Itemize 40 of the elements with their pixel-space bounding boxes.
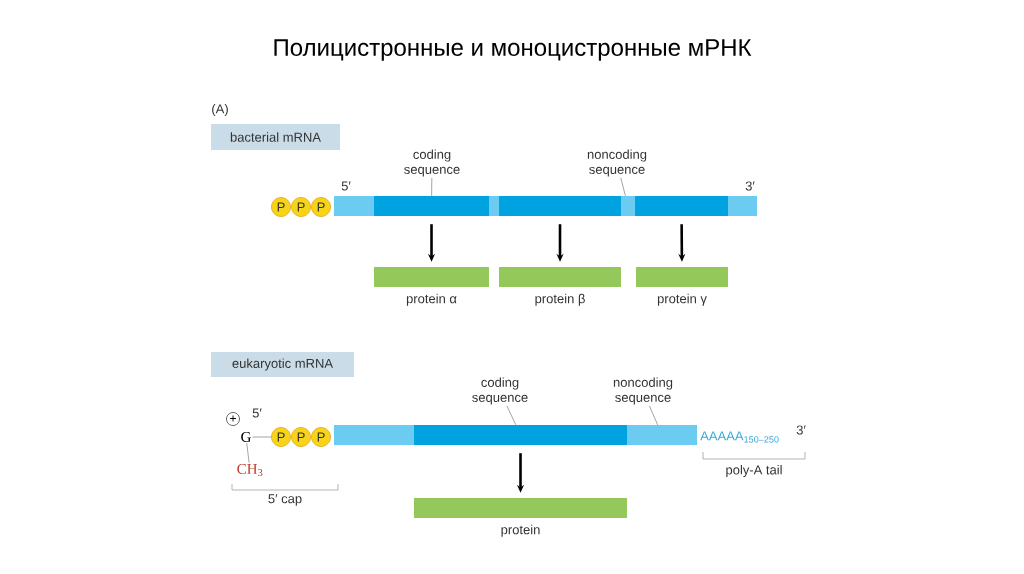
protein-bar: protein α — [374, 267, 489, 306]
leader-line — [246, 442, 250, 463]
mrna-segment — [334, 425, 414, 445]
mrna-segment — [627, 425, 697, 445]
node-label: protein α — [406, 293, 457, 306]
protein-bar: protein β — [499, 267, 621, 306]
label: 3′ — [745, 181, 755, 191]
node-label: protein γ — [657, 293, 707, 306]
sequence-label: noncoding sequence — [613, 377, 673, 405]
mrna-segment — [489, 196, 499, 216]
sequence-label: noncoding sequence — [587, 149, 647, 177]
leader-line — [620, 177, 626, 197]
mrna-segment — [414, 425, 627, 445]
mrna-segment — [728, 196, 757, 216]
sequence-label: coding sequence — [404, 149, 460, 177]
mrna-segment — [621, 196, 635, 216]
leader-line — [506, 405, 517, 426]
label-box: eukaryotic mRNA — [211, 352, 354, 377]
mrna-segment — [635, 196, 728, 216]
protein-bar: protein — [414, 498, 627, 537]
title: Полицистронные и моноцистронные мРНК — [274, 39, 752, 61]
label: 5′ cap — [268, 494, 302, 506]
mrna-segment — [334, 196, 374, 216]
leader-line — [431, 177, 433, 197]
leader-line — [649, 405, 658, 426]
leader-line — [252, 436, 272, 438]
guanine-label: G — [241, 431, 251, 443]
label: 5′ — [341, 181, 351, 191]
methyl-label: CH$_{3}$ — [237, 463, 263, 477]
protein-bar: protein γ — [636, 267, 728, 306]
label: poly-A tail — [726, 464, 782, 478]
node-label: protein — [501, 524, 540, 537]
label-box: bacterial mRNA — [211, 124, 340, 150]
label: 5′ — [252, 408, 262, 418]
mrna-segment — [499, 196, 621, 216]
node-label: protein β — [535, 293, 585, 306]
label: 3′ — [796, 425, 806, 435]
sequence-label: coding sequence — [472, 377, 528, 405]
poly-a-label: AAAAA$_{150–250}$ — [700, 431, 779, 443]
mrna-segment — [374, 196, 489, 216]
